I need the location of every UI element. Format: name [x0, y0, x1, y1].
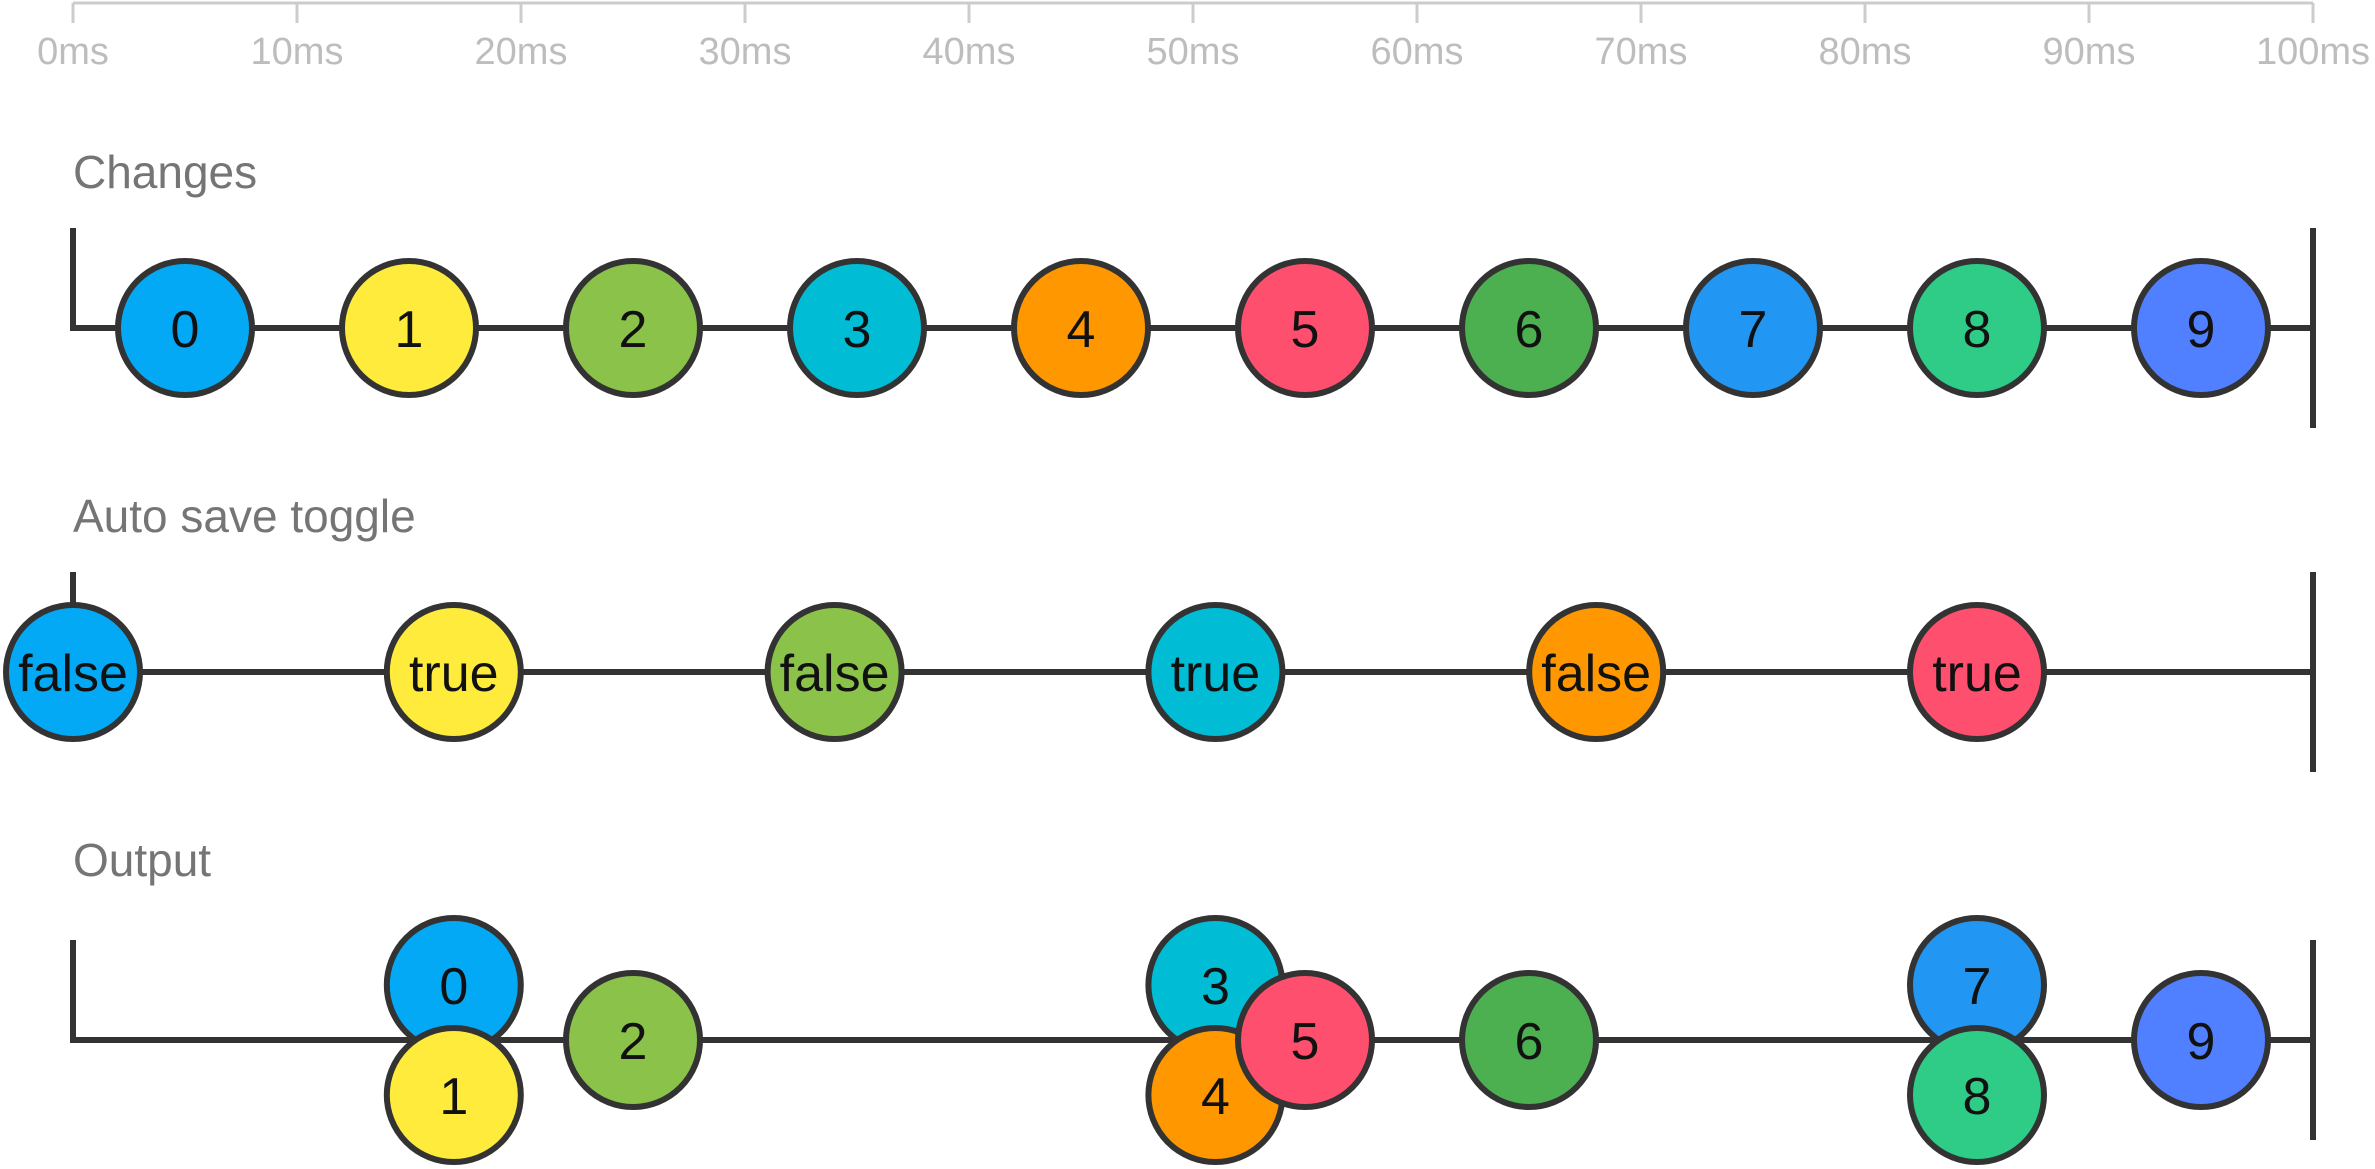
lane-title: Output — [73, 834, 211, 886]
marble: 9 — [2131, 970, 2271, 1110]
marble-circle — [1235, 970, 1375, 1110]
marble: true — [383, 602, 524, 742]
marble-label: 6 — [1515, 301, 1544, 359]
axis-tick-label: 70ms — [1595, 31, 1688, 73]
axis-tick-label: 50ms — [1147, 31, 1240, 73]
marble-label: false — [1541, 645, 1651, 703]
marble-label: 8 — [1963, 301, 1992, 359]
marble: 6 — [1459, 258, 1599, 398]
marble-label: 7 — [1739, 301, 1768, 359]
marble-label: 5 — [1291, 1013, 1320, 1071]
marble: true — [1907, 602, 2047, 742]
marble: true — [1145, 602, 1286, 742]
marble-circle — [1235, 258, 1375, 398]
marble: false — [3, 602, 143, 742]
marble-label: true — [1171, 645, 1261, 703]
marble-label: 6 — [1515, 1013, 1544, 1071]
marble-label: 3 — [1201, 958, 1230, 1016]
marble-label: false — [780, 645, 890, 703]
marble: 9 — [2131, 258, 2271, 398]
marble: false — [764, 602, 905, 742]
marble-circle — [1683, 258, 1823, 398]
marble: false — [1526, 602, 1667, 742]
lane-auto-save-toggle: Auto save toggle false true false true false t… — [3, 490, 2316, 772]
marble-label: 4 — [1067, 301, 1096, 359]
marble: 8 — [1907, 258, 2047, 398]
marble-label: true — [1932, 645, 2022, 703]
marble: 2 — [563, 258, 703, 398]
axis-tick-label: 40ms — [923, 31, 1016, 73]
marble-label: 1 — [439, 1068, 468, 1126]
marble-circle — [383, 1025, 524, 1165]
axis-tick-label: 60ms — [1371, 31, 1464, 73]
lane-changes: Changes 0 1 2 3 4 5 6 7 8 9 — [70, 146, 2316, 428]
marble-label: 8 — [1963, 1068, 1992, 1126]
axis-tick-label: 20ms — [475, 31, 568, 73]
marble-circle — [3, 602, 143, 742]
axis-tick-label: 30ms — [699, 31, 792, 73]
marble-label: 2 — [619, 1013, 648, 1071]
marble-label: 9 — [2187, 301, 2216, 359]
marble-circle — [1526, 602, 1667, 742]
marble-label: 1 — [395, 301, 424, 359]
marble-label: 9 — [2187, 1013, 2216, 1071]
lane-title: Changes — [73, 146, 257, 198]
marble-label: 7 — [1963, 958, 1992, 1016]
marble-circle — [1907, 602, 2047, 742]
marble: 3 — [787, 258, 927, 398]
time-axis: 0ms 10ms 20ms 30ms 40ms 50ms 60ms 70ms 80ms 90ms 1… — [37, 1, 2370, 73]
marble-circle — [339, 258, 479, 398]
marble-circle — [383, 602, 524, 742]
marble: 2 — [563, 970, 703, 1110]
marble-circle — [563, 258, 703, 398]
axis-tick-label: 90ms — [2043, 31, 2136, 73]
lane-title: Auto save toggle — [73, 490, 416, 542]
axis-tick-label: 0ms — [37, 31, 109, 73]
marble-circle — [787, 258, 927, 398]
marble: 5 — [1235, 970, 1375, 1110]
marble-circle — [563, 970, 703, 1110]
marble-circle — [2131, 970, 2271, 1110]
marble-circle — [1459, 258, 1599, 398]
marble-label: 3 — [843, 301, 872, 359]
marble: 4 — [1011, 258, 1151, 398]
marble-circle — [1907, 258, 2047, 398]
axis-tick-label: 100ms — [2256, 31, 2370, 73]
marble: 7 — [1683, 258, 1823, 398]
marble: 7 — [1907, 915, 2047, 1055]
marble-circle — [764, 602, 905, 742]
marble-circle — [1145, 602, 1286, 742]
axis-tick-label: 10ms — [251, 31, 344, 73]
marble: 1 — [383, 1025, 524, 1165]
marble-label: 4 — [1201, 1068, 1230, 1126]
marble-label: 5 — [1291, 301, 1320, 359]
marble: 8 — [1907, 1025, 2047, 1165]
marble: 1 — [339, 258, 479, 398]
marble-circle — [1907, 1025, 2047, 1165]
marble-label: true — [409, 645, 499, 703]
axis-tick-label: 80ms — [1819, 31, 1912, 73]
marble-circle — [2131, 258, 2271, 398]
marble-circle — [1459, 970, 1599, 1110]
lane-output: Output 0 1 2 3 4 5 6 7 8 9 — [70, 834, 2316, 1165]
marble-circle — [1011, 258, 1151, 398]
marble: 0 — [115, 258, 255, 398]
marble: 5 — [1235, 258, 1375, 398]
marble-label: 0 — [171, 301, 200, 359]
marble-circle — [115, 258, 255, 398]
marble-label: 0 — [439, 958, 468, 1016]
marble-label: 2 — [619, 301, 648, 359]
marble: 6 — [1459, 970, 1599, 1110]
marble-label: false — [18, 645, 128, 703]
